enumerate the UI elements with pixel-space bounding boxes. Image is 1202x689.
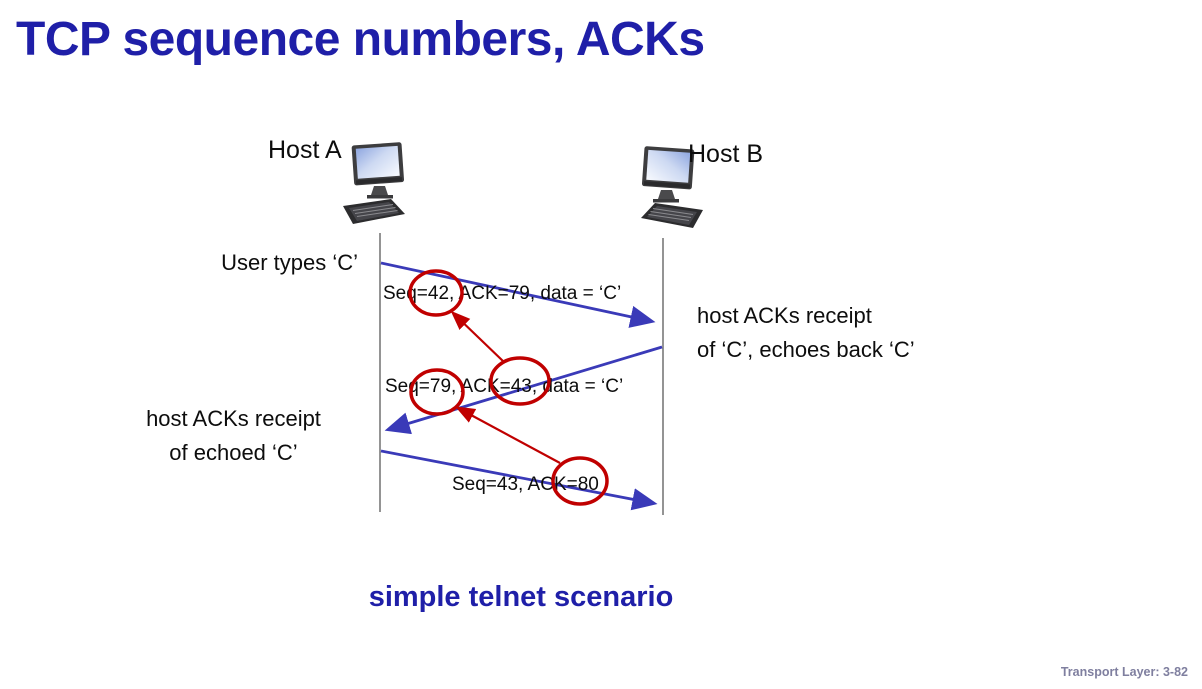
annotation-host-a-acks: host ACKs receipt of echoed ‘C’: [146, 406, 321, 466]
caption: simple telnet scenario: [368, 581, 674, 613]
message-label-1: Seq=42, ACK=79, data = ‘C’: [383, 283, 622, 304]
message-label-3: Seq=43, ACK=80: [452, 474, 599, 495]
host-a-computer-icon: [343, 142, 405, 224]
annotation-user-types: User types ‘C’: [221, 250, 358, 275]
host-b-computer-icon: [641, 146, 703, 228]
host-b-label: Host B: [688, 140, 764, 168]
message-label-2: Seq=79, ACK=43, data = ‘C’: [385, 376, 624, 397]
slide-title: TCP sequence numbers, ACKs: [16, 13, 705, 66]
annotation-host-b-acks: host ACKs receipt of ‘C’, echoes back ‘C…: [697, 303, 915, 363]
host-a-label: Host A: [268, 136, 342, 164]
footer-page-label: Transport Layer: 3-82: [1060, 665, 1188, 679]
